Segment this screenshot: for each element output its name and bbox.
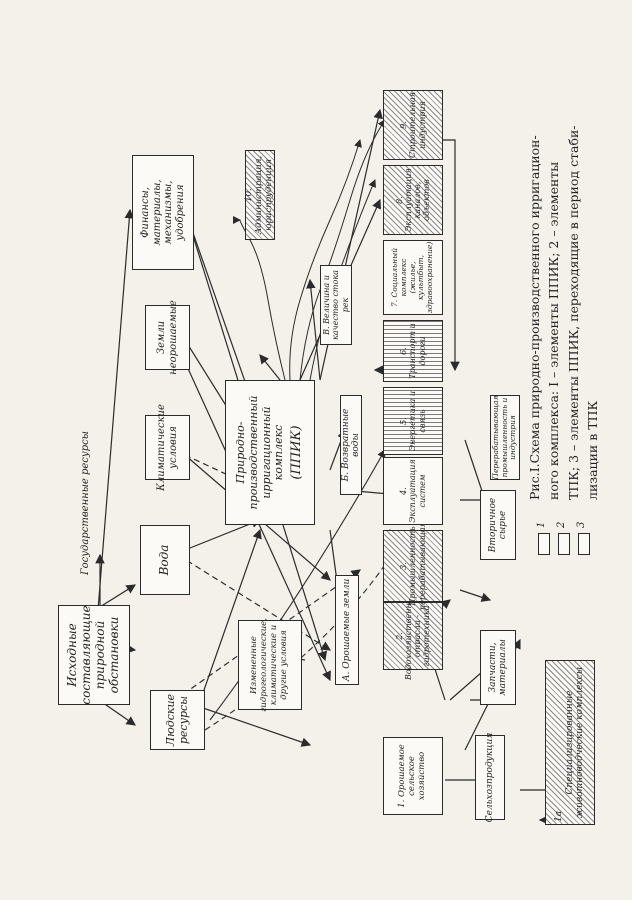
legend-box-3 [578, 533, 590, 555]
node-finance-label: Финансы, материалы, механизмы, удобрения [140, 179, 186, 246]
node-e2: 2. Водохозяйственные отрасли - гидротехн… [383, 592, 443, 680]
node-e5-label: 5. Энергетика и связь [399, 391, 427, 452]
node-e7: 7. Социальный комплекс (жилье, культбыт,… [383, 240, 443, 315]
node-people-label: Людские ресурсы [163, 693, 190, 747]
node-special-complexes: 1а Специализированные животноводческие к… [545, 660, 595, 825]
node-e3: 3. Промышленность перерабатывающая [383, 522, 443, 610]
node-e6-label: 6. Транспорт и дороги [399, 323, 427, 379]
node-e7-label: 7. Социальный комплекс (жилье, культбыт,… [390, 241, 434, 314]
caption-line-2: ного комплекса: I – элементы ППИК; 2 – э… [546, 161, 562, 500]
node-people: Людские ресурсы [150, 690, 205, 750]
legend-num-1: 1 [536, 521, 547, 528]
legend-num-2: 2 [556, 521, 567, 528]
node-water-label: Вода [157, 544, 172, 576]
node-ppik-label: Природно-производственный ирригационный … [234, 395, 286, 510]
node-ppik-abbr: (ППИК) [288, 425, 304, 480]
node-b-water-label: Б. Возвратные воды [340, 408, 361, 482]
node-source: Исходные составляющие природной обстанов… [58, 605, 130, 705]
node-parts: Запчасти, материалы [480, 630, 516, 705]
node-e1-agri: 1. Орошаемое сельское хозяйство [383, 737, 443, 815]
figure-caption: Рис.I.Схема природно-производственного и… [525, 125, 603, 500]
node-special-num: 1а [554, 810, 565, 822]
node-changed-conditions-label: Измененные гидрогеологические, климатиче… [249, 618, 289, 712]
node-e4: 4. Эксплуатация систем [383, 457, 443, 525]
node-parts-label: Запчасти, материалы [487, 639, 508, 696]
node-a-lands-label: А. Орошаемые земли [341, 578, 352, 682]
node-finance: Финансы, материалы, механизмы, удобрения [132, 155, 194, 270]
node-e9-label: 9. Строительная индустрия [399, 92, 427, 158]
node-agro-production: Сельхозпродукция [475, 732, 505, 823]
legend-box-2 [558, 533, 570, 555]
node-a-lands: А. Орошаемые земли [335, 575, 359, 685]
node-e3-label: 3. Промышленность перерабатывающая [399, 522, 427, 610]
node-b-water: Б. Возвратные воды [340, 395, 362, 495]
node-changed-conditions: Измененные гидрогеологические, климатиче… [238, 618, 302, 712]
legend-num-3: 3 [576, 521, 587, 528]
node-source-label: Исходные составляющие природной обстанов… [65, 605, 121, 705]
node-admin-label: 10. Администрация, юриспруденция [244, 155, 274, 235]
node-climate: Климатические условия [145, 404, 190, 491]
caption-line-4: лизации в ТПК [585, 400, 601, 500]
node-climate-label: Климатические условия [156, 404, 179, 491]
node-secondary: Вторичное сырье [480, 490, 516, 560]
node-secondary-label: Вторичное сырье [487, 497, 508, 553]
node-e8-label: 8. Эксплуатация каналов, объектов [394, 168, 432, 232]
node-admin: 10. Администрация, юриспруденция [244, 150, 275, 240]
node-e5: 5. Энергетика и связь [383, 387, 443, 455]
node-e1-agri-label: 1. Орошаемое сельское хозяйство [397, 744, 427, 808]
node-water: Вода [140, 525, 190, 595]
node-v-drain-label: В. Величина и качество стока рек [322, 270, 350, 340]
node-state-resources-label: Государственные ресурсы [80, 431, 91, 575]
caption-line-1: Рис.I.Схема природно-производственного и… [527, 135, 542, 500]
node-e6: 6. Транспорт и дороги [383, 320, 443, 382]
node-e8: 8. Эксплуатация каналов, объектов [383, 165, 443, 235]
node-lands-unreclaimed: Земли неорошаемые [145, 300, 190, 375]
node-agro-production-label: Сельхозпродукция [484, 732, 495, 823]
node-processing-label: Перерабатывающая промышленность и индуст… [491, 395, 518, 480]
node-v-drain: В. Величина и качество стока рек [320, 265, 352, 345]
node-special-label: Специализированные животноводческие комп… [564, 666, 586, 819]
node-processing: Перерабатывающая промышленность и индуст… [490, 395, 520, 480]
legend-box-1 [538, 533, 550, 555]
caption-line-3: ТПК; 3 – элементы ППИК, переходящие в пе… [565, 125, 581, 500]
node-lands-unreclaimed-label: Земли неорошаемые [156, 300, 179, 375]
node-e9: 9. Строительная индустрия [383, 90, 443, 160]
node-ppik: Природно-производственный ирригационный … [225, 380, 315, 525]
node-e4-label: 4. Эксплуатация систем [399, 459, 427, 523]
